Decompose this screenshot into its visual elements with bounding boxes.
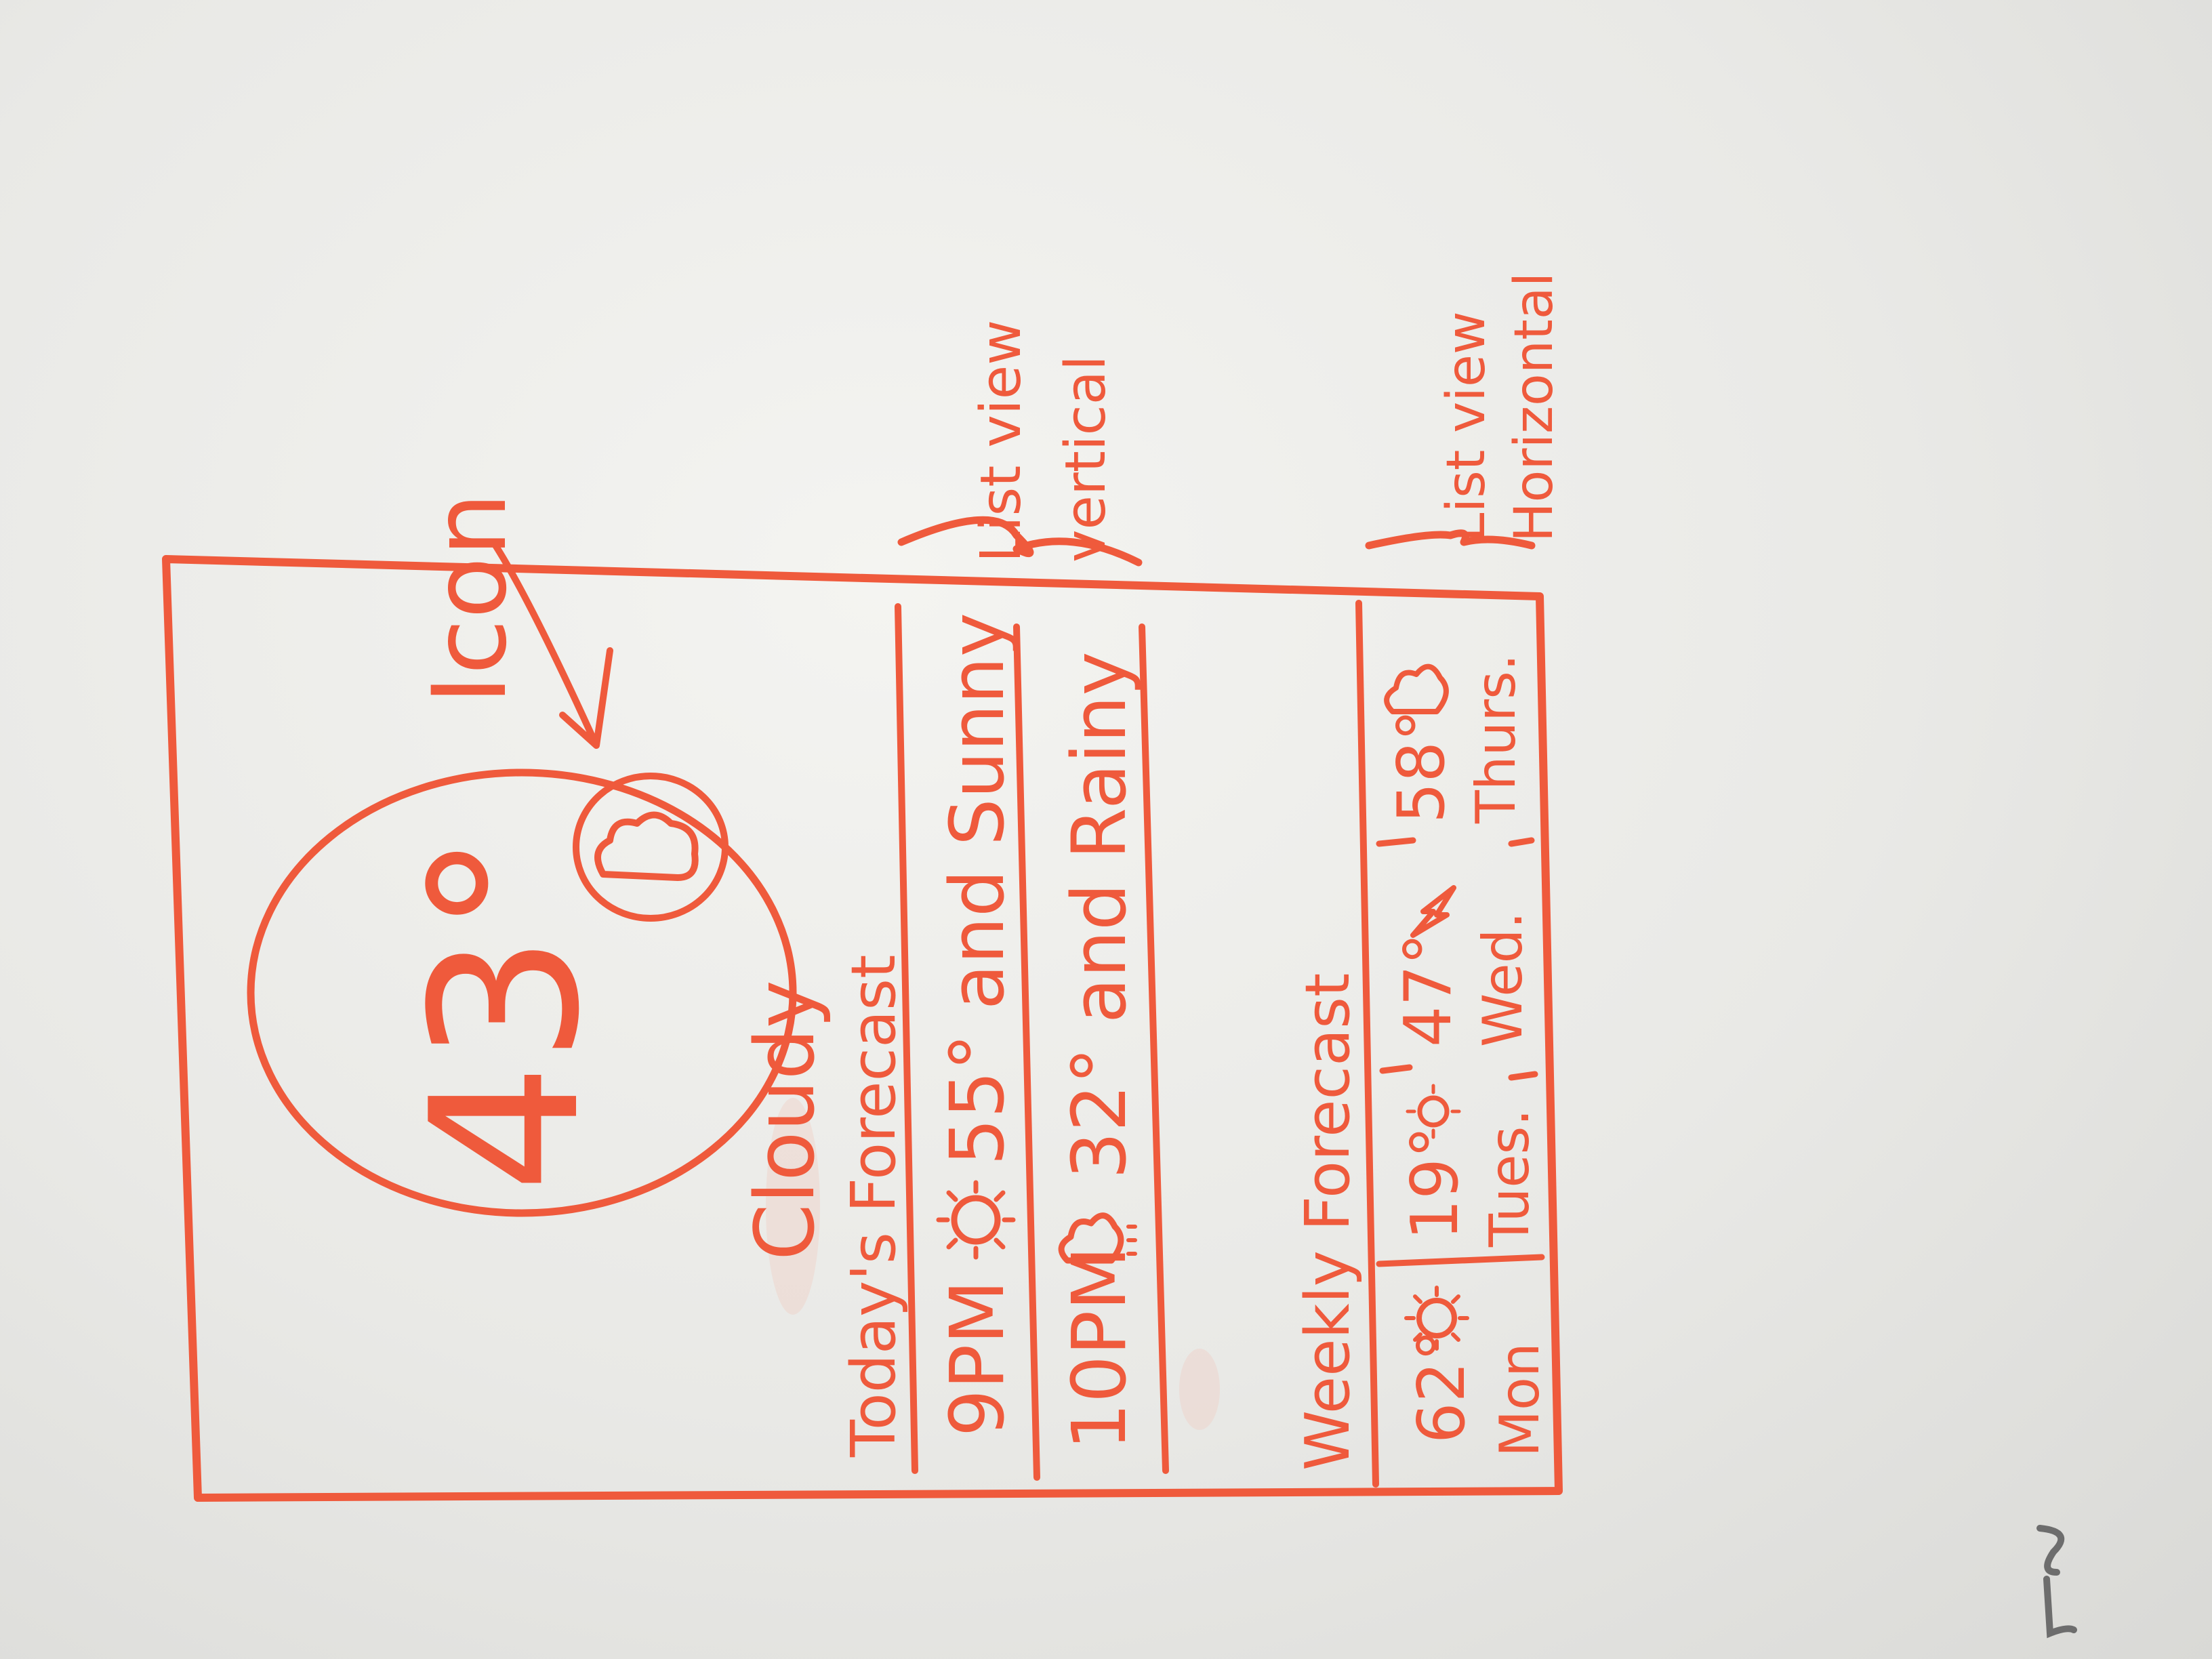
- weekly-heading: Weekly Forecast: [1292, 973, 1364, 1471]
- rain-cloud-icon: [1058, 1212, 1137, 1264]
- smudge-mark: [1179, 1349, 1220, 1430]
- today-row-1-text: 55° and Sunny: [934, 613, 1021, 1166]
- sun-icon: [1404, 1286, 1469, 1351]
- current-temperature: 43°: [388, 832, 624, 1193]
- weekly-day-1-name: Mon: [1488, 1343, 1551, 1457]
- lightning-icon: [1410, 885, 1456, 938]
- weekly-day-3-temp: 47°: [1391, 933, 1466, 1047]
- current-condition: Cloudy: [739, 980, 833, 1261]
- horizontal-list-brace: [1365, 529, 1536, 550]
- today-heading: Today's Forecast: [838, 955, 909, 1458]
- vertical-list-annotation-line1: List view: [969, 320, 1033, 562]
- today-list-divider: [895, 603, 918, 1474]
- current-temp-circle: [247, 769, 797, 1217]
- phone-frame: [162, 555, 1563, 1502]
- weekly-day-4-name: Thurs.: [1465, 654, 1528, 824]
- horizontal-list-annotation-line1: List view: [1436, 311, 1497, 542]
- weekly-separator: [1376, 837, 1535, 847]
- icon-pointer-arrow: [490, 539, 613, 749]
- marker-doodle: [2036, 1525, 2077, 1639]
- horizontal-list-annotation-line2: Horizontal: [1504, 272, 1565, 542]
- cloud-icon: [1384, 663, 1449, 714]
- weekly-list-divider: [1355, 600, 1379, 1488]
- today-row-2-time: 10PM: [1056, 1246, 1143, 1450]
- weekly-day-4-temp: 58°: [1385, 710, 1459, 823]
- sun-icon: [936, 1180, 1016, 1260]
- vertical-list-annotation-line2: vertical: [1054, 355, 1118, 562]
- today-row-2-text: 32° and Rainy: [1056, 651, 1143, 1179]
- current-icon-circle: [573, 773, 729, 922]
- today-row-1-time: 9PM: [934, 1280, 1021, 1437]
- vertical-list-brace: [897, 516, 1143, 567]
- cloud-icon: [594, 811, 699, 881]
- weekly-day-3-name: Wed.: [1471, 912, 1534, 1047]
- smudge-mark: [766, 1098, 820, 1315]
- weekly-day-2-name: Tues.: [1478, 1109, 1541, 1248]
- today-list-divider: [1013, 623, 1040, 1481]
- today-list-divider: [1139, 623, 1169, 1474]
- sun-icon: [1406, 1084, 1461, 1139]
- weekly-separator: [1379, 1064, 1538, 1081]
- weekly-separator: [1376, 1254, 1545, 1267]
- weekly-day-1-temp: 62°: [1405, 1330, 1479, 1443]
- icon-annotation: Icon: [411, 492, 529, 705]
- weekly-day-2-temp: 19°: [1398, 1126, 1473, 1240]
